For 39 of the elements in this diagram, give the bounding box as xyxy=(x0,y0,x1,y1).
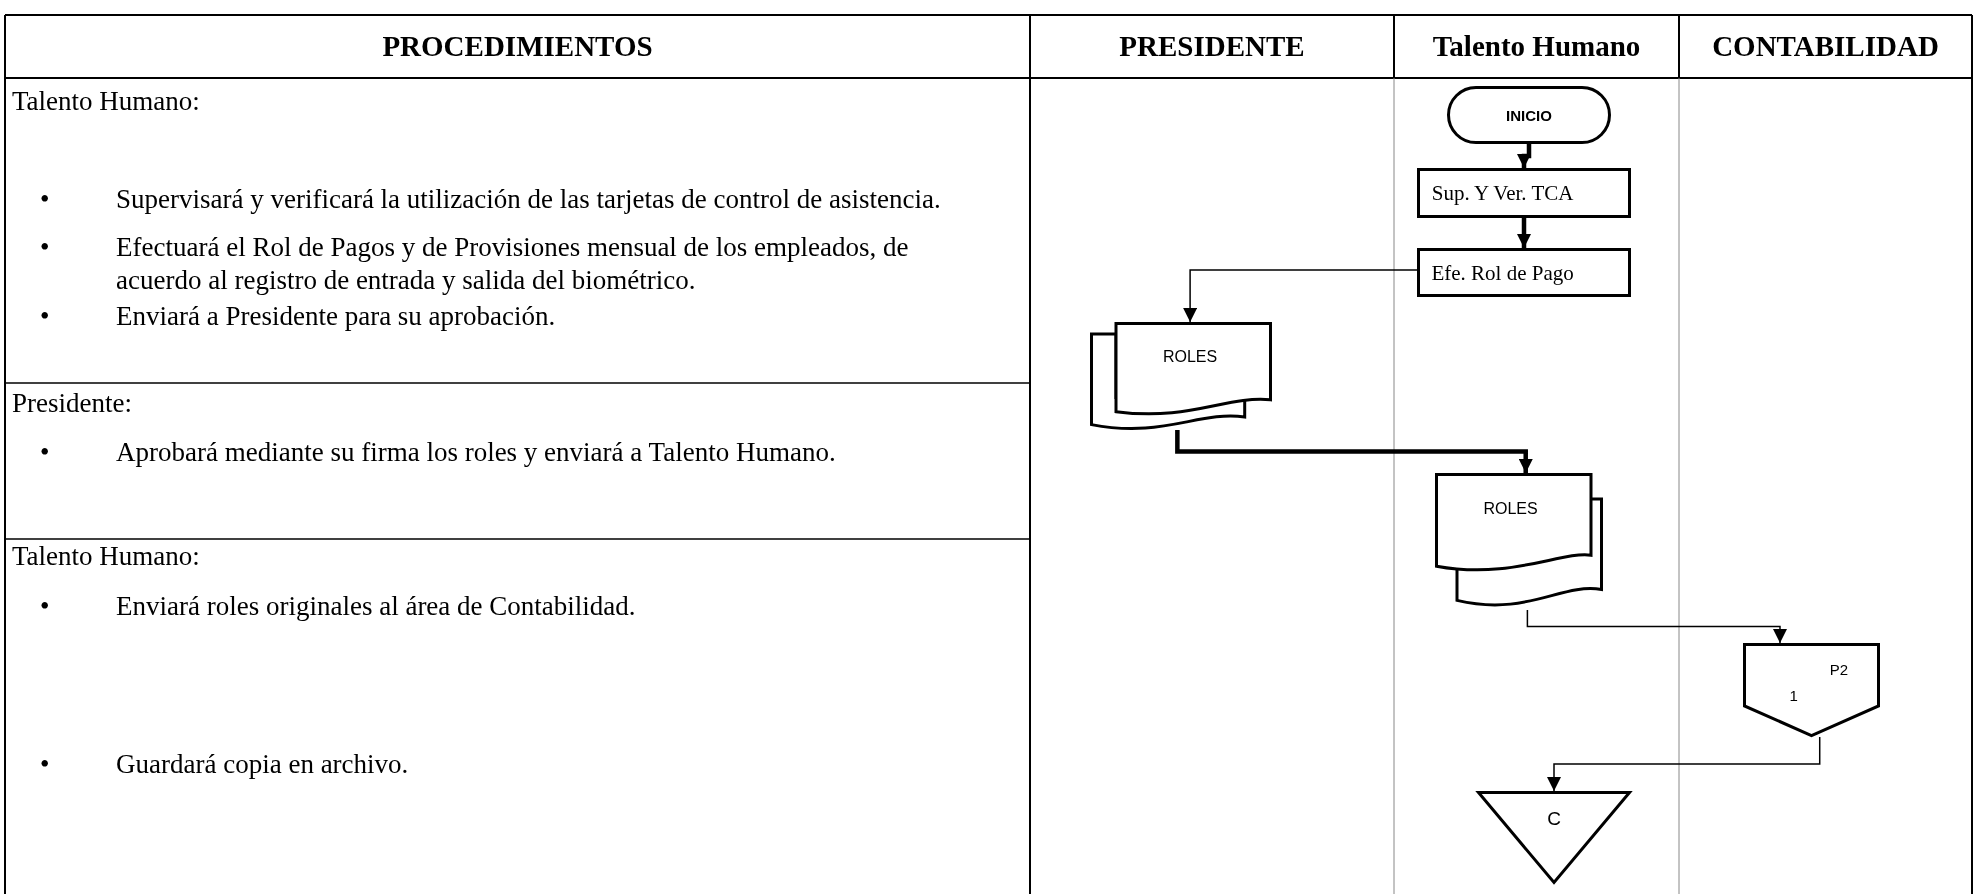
node-label: P2 xyxy=(1829,660,1849,678)
bullet-marker: • xyxy=(40,183,50,216)
bullet-marker: • xyxy=(40,748,50,781)
storage-triangle xyxy=(1477,791,1631,884)
bullet-item: Guardará copia en archivo. xyxy=(116,748,410,781)
section-heading: Talento Humano: xyxy=(12,85,200,118)
bullet-item: Aprobará mediante su firma los roles y enviará a Talento Humano. xyxy=(116,436,837,469)
node-label: INICIO xyxy=(1506,106,1552,124)
arrow xyxy=(1526,609,1787,644)
node-label: C xyxy=(1547,807,1561,830)
arrow xyxy=(1175,430,1533,473)
bullet-marker: • xyxy=(40,300,50,333)
bullet-marker: • xyxy=(40,231,50,264)
bullet-marker: • xyxy=(40,590,50,623)
node-label: Efe. Rol de Pago xyxy=(1431,260,1574,285)
column-header: PROCEDIMIENTOS xyxy=(381,29,654,64)
lane-header: CONTABILIDAD xyxy=(1711,29,1940,64)
process-box xyxy=(1417,248,1631,297)
node-label: ROLES xyxy=(1483,499,1538,518)
lane-header: PRESIDENTE xyxy=(1118,29,1306,64)
multi-document-shape xyxy=(1090,322,1272,430)
node-label: ROLES xyxy=(1162,347,1218,366)
bullet-marker: • xyxy=(40,436,50,469)
terminal-shape xyxy=(1447,86,1611,144)
arrow xyxy=(1183,269,1418,323)
node-label: 1 xyxy=(1789,686,1798,704)
off-page-connector xyxy=(1743,643,1880,737)
bullet-item: Supervisará y verificará la utilización de las tarjetas de control de asistencia. xyxy=(116,183,942,216)
arrow xyxy=(1517,144,1532,168)
bullet-item: Enviará roles originales al área de Contabilidad. xyxy=(116,590,637,623)
section-heading: Talento Humano: xyxy=(12,540,200,573)
node-label: Sup. Y Ver. TCA xyxy=(1431,180,1574,206)
process-box xyxy=(1417,168,1631,218)
section-heading: Presidente: xyxy=(12,387,132,420)
arrow xyxy=(1517,218,1531,248)
arrow xyxy=(1547,736,1821,792)
bullet-item: Enviará a Presidente para su aprobación. xyxy=(116,300,557,333)
bullet-item: Efectuará el Rol de Pagos y de Provisiones mensual de los empleados, de acuerdo al registro de entrada y salida del biométrico. xyxy=(116,231,910,297)
lane-header: Talento Humano xyxy=(1431,29,1642,64)
